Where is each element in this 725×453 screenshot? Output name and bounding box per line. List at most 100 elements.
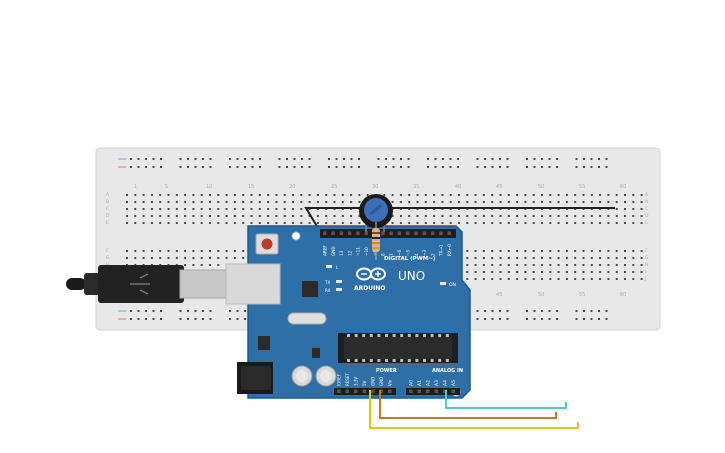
power-pin-hole xyxy=(337,389,341,393)
power-pin-hole xyxy=(362,389,366,393)
rail-hole xyxy=(598,318,600,320)
breadboard-hole xyxy=(499,271,502,273)
breadboard-hole xyxy=(258,208,261,210)
wire-a0-cyan[interactable] xyxy=(445,390,567,409)
breadboard-hole xyxy=(175,250,178,252)
breadboard-hole xyxy=(599,201,602,203)
rail-hole xyxy=(137,158,140,160)
power-pin-hole xyxy=(354,389,358,393)
rail-hole xyxy=(605,166,608,168)
svg-text:B: B xyxy=(645,199,648,205)
rail-hole xyxy=(476,318,479,320)
potentiometer[interactable] xyxy=(359,194,393,232)
col-num: 55 xyxy=(579,292,585,298)
rail-hole xyxy=(476,166,479,168)
analog-pin-hole xyxy=(443,389,447,393)
breadboard-hole xyxy=(399,222,402,224)
breadboard-hole xyxy=(532,257,535,259)
breadboard-hole xyxy=(632,257,635,259)
breadboard-hole xyxy=(482,215,485,217)
breadboard-hole xyxy=(200,257,203,259)
breadboard-hole xyxy=(209,208,211,210)
rail-hole xyxy=(583,158,585,160)
breadboard-hole xyxy=(217,250,220,252)
chip-pin xyxy=(430,359,434,362)
breadboard-hole xyxy=(292,222,294,224)
breadboard-hole xyxy=(184,250,187,252)
power-pin-label: IOREF xyxy=(337,373,342,386)
rail-hole xyxy=(328,158,330,160)
breadboard-hole xyxy=(599,278,602,280)
breadboard-column-numbers-top: 1 5 10 15 20 25 30 35 40 45 50 55 60 xyxy=(134,184,626,190)
digital-pin-label: 2 xyxy=(430,253,435,256)
breadboard-hole xyxy=(175,257,178,259)
rail-hole xyxy=(160,166,162,168)
wire-5v-yellow[interactable] xyxy=(369,390,579,429)
rail-hole xyxy=(308,158,311,160)
digital-pin-label: 13 xyxy=(339,250,344,256)
breadboard-hole xyxy=(416,222,419,224)
breadboard-hole xyxy=(624,257,626,259)
breadboard-hole xyxy=(532,222,535,224)
rail-hole xyxy=(541,166,543,168)
resistor[interactable] xyxy=(372,222,380,260)
breadboard-hole xyxy=(524,201,527,203)
mount-hole xyxy=(291,231,301,241)
col-num: 60 xyxy=(620,292,626,298)
rail-hole xyxy=(484,166,486,168)
rail-hole xyxy=(194,318,197,320)
breadboard-hole xyxy=(532,271,535,273)
breadboard-hole xyxy=(640,194,643,196)
breadboard-hole xyxy=(632,201,635,203)
breadboard-hole xyxy=(466,222,469,224)
breadboard-hole xyxy=(350,222,353,224)
breadboard-hole xyxy=(640,201,643,203)
rail-hole xyxy=(152,318,155,320)
breadboard-hole xyxy=(491,264,494,266)
breadboard-hole xyxy=(250,201,253,203)
analog-header[interactable] xyxy=(406,388,460,395)
analog-pin-hole xyxy=(434,389,438,393)
breadboard-hole xyxy=(292,194,294,196)
wire-gnd-orange[interactable] xyxy=(379,390,557,419)
rail-hole xyxy=(286,166,288,168)
breadboard-hole xyxy=(134,201,137,203)
breadboard-hole xyxy=(632,264,635,266)
breadboard-hole xyxy=(175,208,178,210)
digital-pin-hole xyxy=(406,231,410,235)
breadboard-hole xyxy=(192,215,195,217)
breadboard-hole xyxy=(441,201,444,203)
breadboard-hole xyxy=(499,201,502,203)
breadboard-hole xyxy=(624,194,626,196)
digital-pin-label: ~10 xyxy=(364,247,369,256)
rail-hole xyxy=(590,310,593,312)
analog-pin-hole xyxy=(417,389,421,393)
svg-text:H: H xyxy=(645,262,648,268)
black-jumper-wire[interactable] xyxy=(304,207,615,229)
breadboard-hole xyxy=(217,264,220,266)
breadboard-hole xyxy=(308,215,311,217)
breadboard-hole xyxy=(275,194,278,196)
digital-header[interactable] xyxy=(320,229,456,238)
rail-hole xyxy=(506,310,509,312)
breadboard-hole xyxy=(557,264,560,266)
breadboard-hole xyxy=(615,278,618,280)
breadboard-hole xyxy=(449,222,452,224)
breadboard-hole xyxy=(499,257,502,259)
breadboard-hole xyxy=(590,278,593,280)
breadboard-hole xyxy=(350,201,353,203)
breadboard-hole xyxy=(209,257,211,259)
breadboard-hole xyxy=(416,201,419,203)
col-num: 35 xyxy=(413,184,419,190)
rail-hole xyxy=(152,158,155,160)
breadboard-hole xyxy=(308,222,311,224)
rail-hole xyxy=(575,158,578,160)
breadboard-hole xyxy=(134,250,137,252)
analog-pin-label: A2 xyxy=(426,380,432,386)
col-num: 60 xyxy=(620,184,626,190)
breadboard-hole xyxy=(565,201,568,203)
svg-text:G: G xyxy=(645,255,649,261)
